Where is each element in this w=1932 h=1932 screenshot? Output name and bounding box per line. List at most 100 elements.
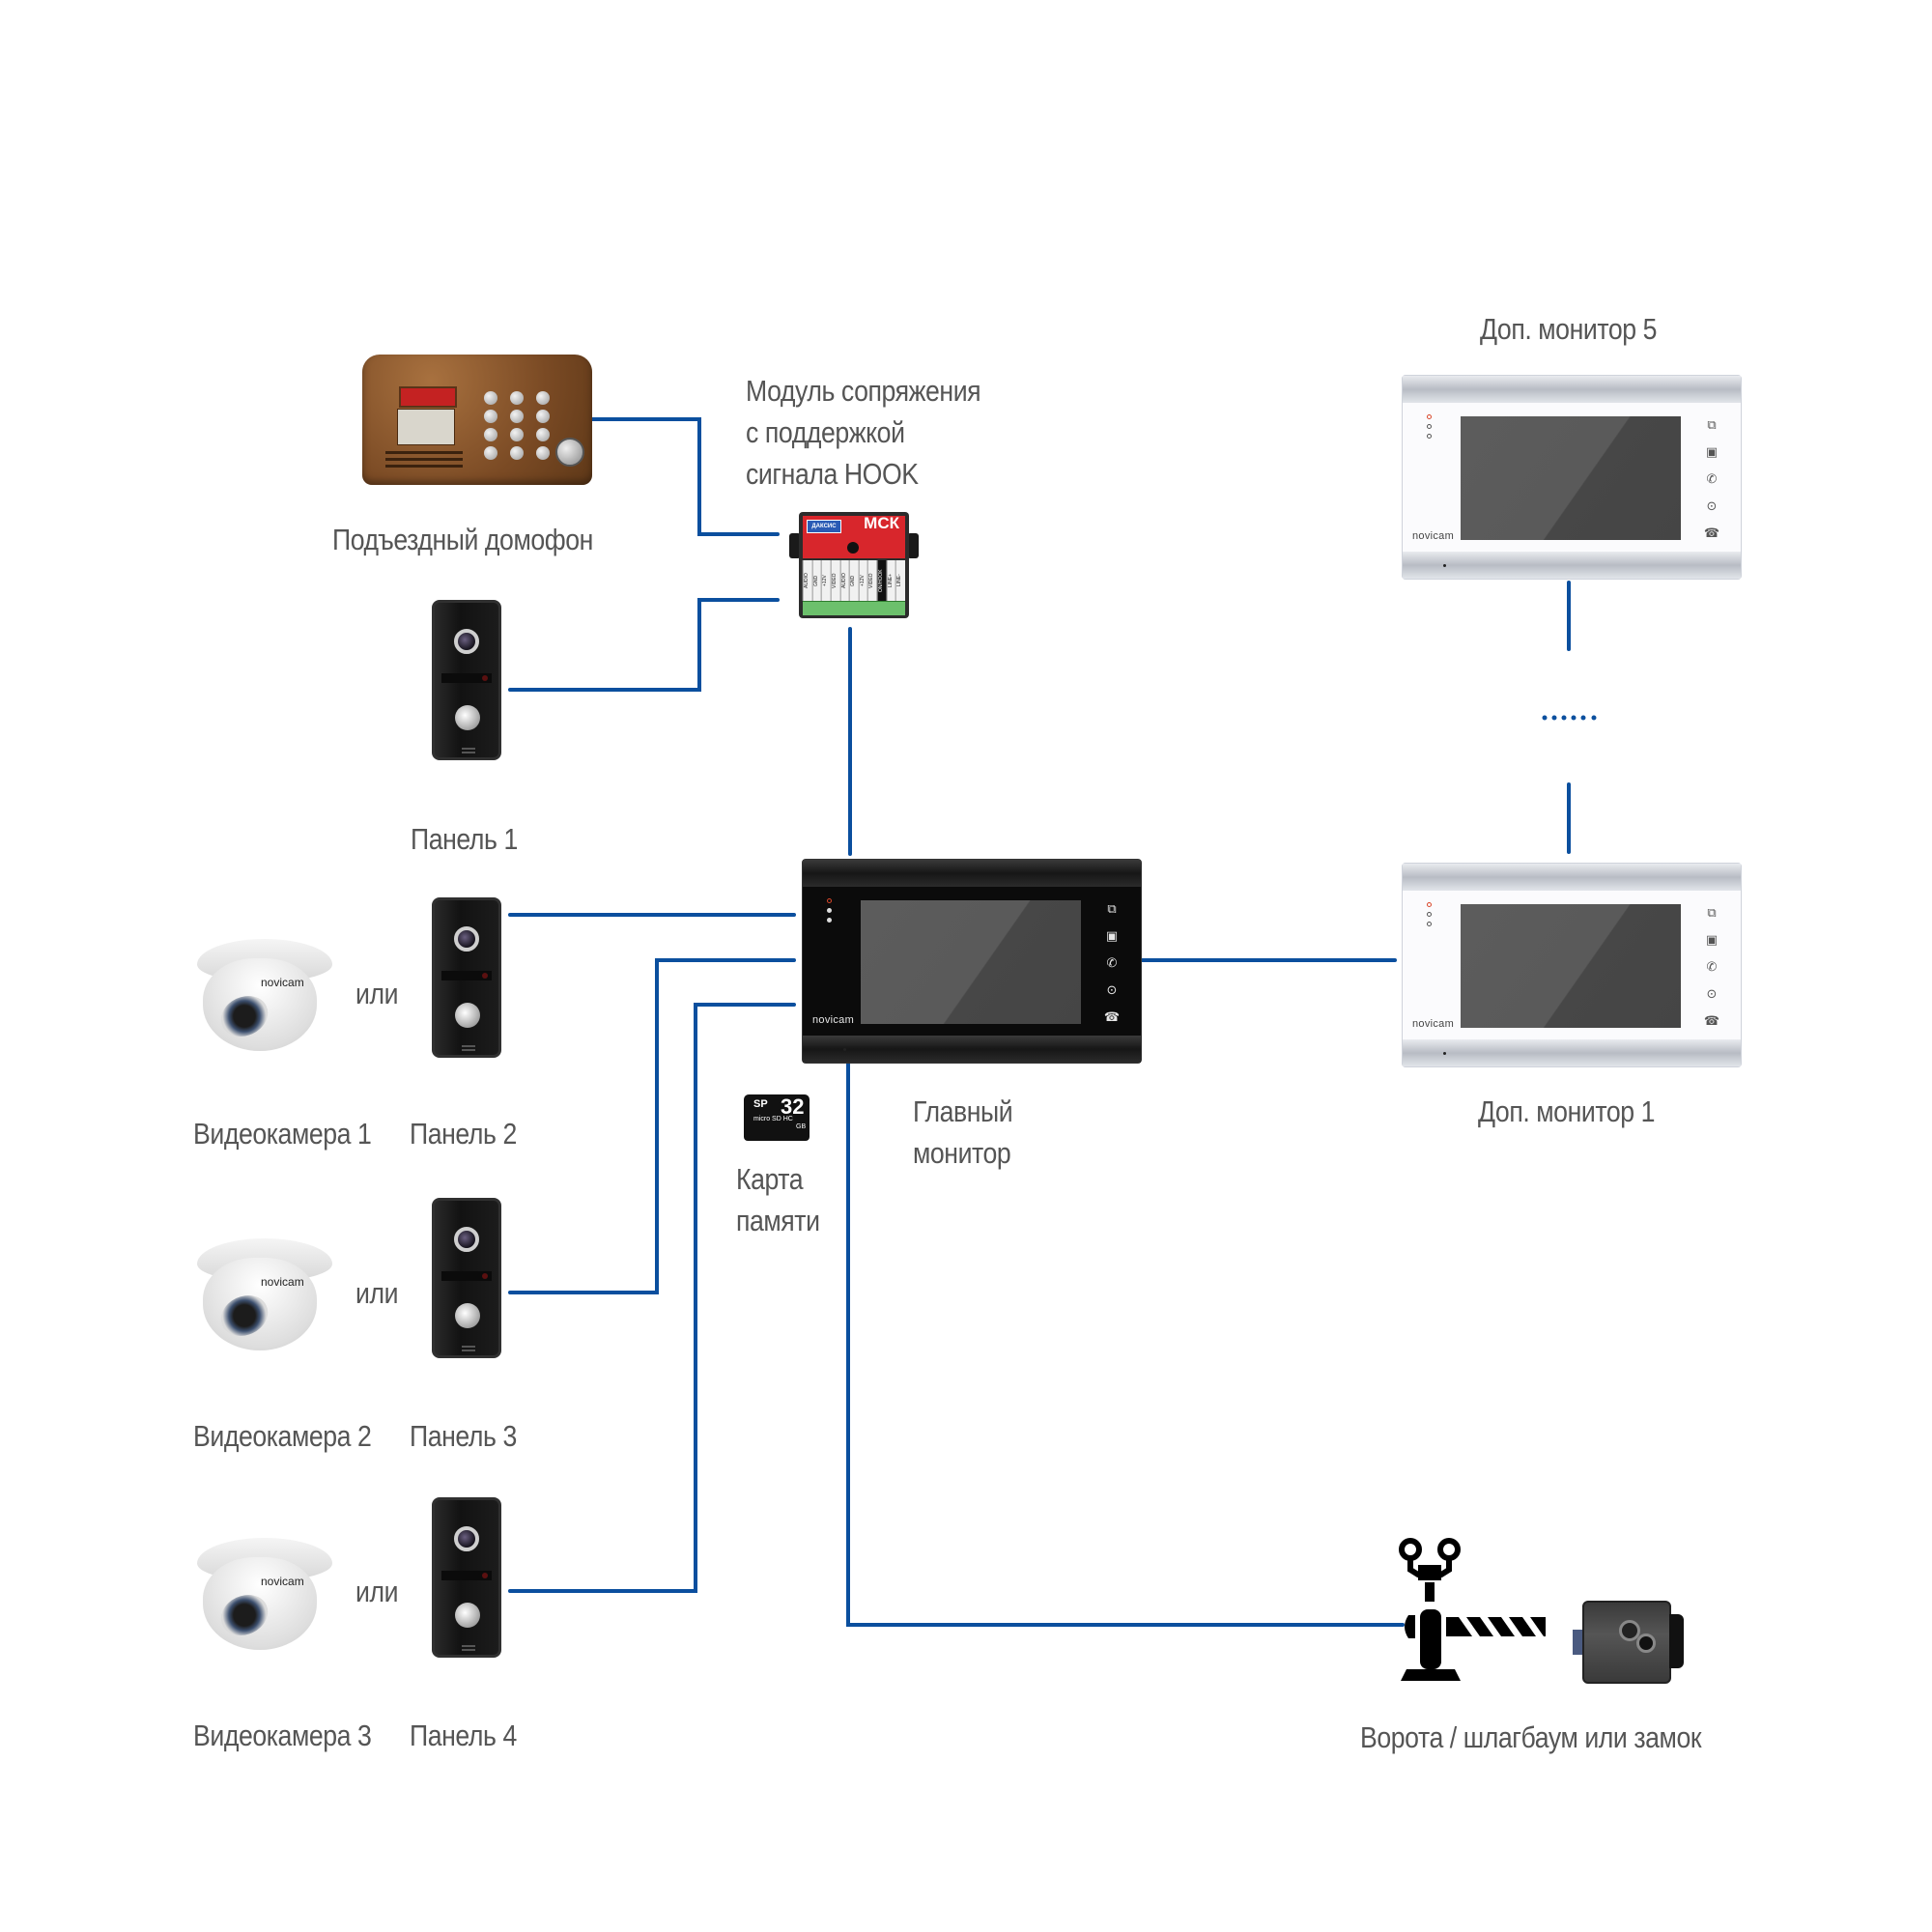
module-mount-left [789,533,801,558]
intercom-instructions [397,409,455,445]
label-panel-2: Панель 2 [410,1117,517,1151]
module-led-hole [847,542,859,554]
contact-icon: ▣ [1105,928,1119,943]
terminal-label: LINE+ [886,560,896,601]
panel-call-button [455,705,480,730]
monitor-top-trim [1403,376,1741,403]
keypad-key [484,391,497,405]
label-camera-1: Видеокамера 1 [193,1117,372,1151]
or-text-2: или [355,1276,399,1310]
monitor-top-trim [803,860,1141,887]
sd-capacity: 32 [781,1094,805,1119]
monitor-touch-buttons: ⧉ ▣ ✆ ⊙ ☎ [1702,906,1723,1041]
monitor-top-trim [1403,864,1741,891]
hangup-icon: ☎ [1703,526,1720,540]
monitor-screen [1461,904,1681,1028]
monitor-touch-buttons: ⧉ ▣ ✆ ⊙ ☎ [1102,902,1123,1037]
monitor-status-leds [1427,902,1433,931]
dome-camera-3: novicam [191,1536,336,1652]
panel-speaker [462,1645,475,1647]
or-text-3: или [355,1575,399,1608]
monitor-microphone [1443,564,1446,567]
terminal-label: AUDIO [803,560,812,601]
key-icon: ⊙ [1706,498,1718,513]
keypad-key [536,410,550,423]
monitor-screen [861,900,1081,1024]
keypad-key [536,446,550,460]
wire-main-to-gate [846,1061,1405,1627]
panel-camera-lens [454,1526,479,1551]
terminal-label: VIDEO [830,560,840,601]
extra-monitor-5: novicam ⧉ ▣ ✆ ⊙ ☎ [1402,375,1742,580]
panel-call-button [455,1003,480,1028]
monitor-microphone [843,1048,846,1051]
monitor-touch-buttons: ⧉ ▣ ✆ ⊙ ☎ [1702,418,1723,554]
keypad-key [484,428,497,441]
module-terminal-block [803,601,905,615]
module-brand-logo: ДАКСИС [807,520,841,533]
intercom-key-button [555,438,584,467]
terminal-label: VIDEO [867,560,878,601]
terminal-label: ON/HOOK [877,560,887,601]
dome-camera-2: novicam [191,1236,336,1352]
module-terminal-labels: AUDIO GND +12V VIDEO AUDIO GND +12V VIDE… [803,560,906,601]
power-led-icon [827,898,832,903]
panel-ir-strip [441,1571,492,1580]
call-panel-4 [432,1497,501,1658]
terminal-label: GND [849,560,859,601]
phone-icon: ✆ [1106,955,1118,970]
key-icon: ⊙ [1706,986,1718,1001]
label-main-monitor-line-1: Главный [913,1094,1013,1128]
sd-type: micro SD HC [753,1116,793,1122]
lock-strike-tab [1573,1630,1582,1655]
label-module-line-1: Модуль сопряжения [746,374,981,408]
lock-side-cap [1669,1614,1684,1668]
monitor-status-leds [827,898,833,927]
keypad-key [536,428,550,441]
monitor-bottom-trim [1403,1039,1741,1066]
camera-brand: novicam [261,1575,304,1588]
label-memory-card-line-1: Карта [736,1162,804,1196]
call-panel-3 [432,1198,501,1358]
terminal-label: GND [811,560,822,601]
monitor-switch-icon: ⧉ [1107,901,1117,916]
hangup-icon: ☎ [1103,1009,1121,1024]
keypad-key [510,391,524,405]
intercom-keypad [476,391,552,460]
dome-camera-1: novicam [191,937,336,1053]
memory-card-icon: SP 32 micro SD HC GB [744,1094,810,1141]
status-led [1427,424,1432,429]
panel-camera-lens [454,1227,479,1252]
keypad-key [484,410,497,423]
terminal-label: +12V [821,560,831,601]
panel-speaker [462,1045,475,1047]
intercom-display [399,386,457,408]
monitor-switch-icon: ⧉ [1707,417,1717,432]
entrance-intercom [362,355,592,485]
panel-ir-strip [441,971,492,980]
keypad-key [510,428,524,441]
monitor-brand: novicam [1412,1018,1455,1030]
keypad-key [510,446,524,460]
interface-module: ДАКСИС МСК AUDIO GND +12V VIDEO AUDIO GN… [787,512,921,625]
barrier-gate-icon [1399,1538,1546,1681]
terminal-label: AUDIO [839,560,850,601]
lock-keyhole [1619,1620,1640,1641]
hangup-icon: ☎ [1703,1013,1720,1028]
wire-intercom-to-module [589,417,780,536]
power-led-icon [1427,414,1432,419]
or-text-1: или [355,977,399,1010]
contact-icon: ▣ [1705,444,1719,459]
sd-unit: GB [796,1123,807,1130]
call-panel-1 [432,600,501,760]
panel-camera-lens [454,926,479,952]
panel-ir-strip [441,673,492,683]
module-mount-right [907,533,919,558]
keypad-key [536,391,550,405]
intercom-speaker-grille [385,451,463,454]
keypad-key [484,446,497,460]
label-gate-lock: Ворота / шлагбаум или замок [1360,1720,1702,1754]
sd-brand: SP [753,1098,768,1110]
